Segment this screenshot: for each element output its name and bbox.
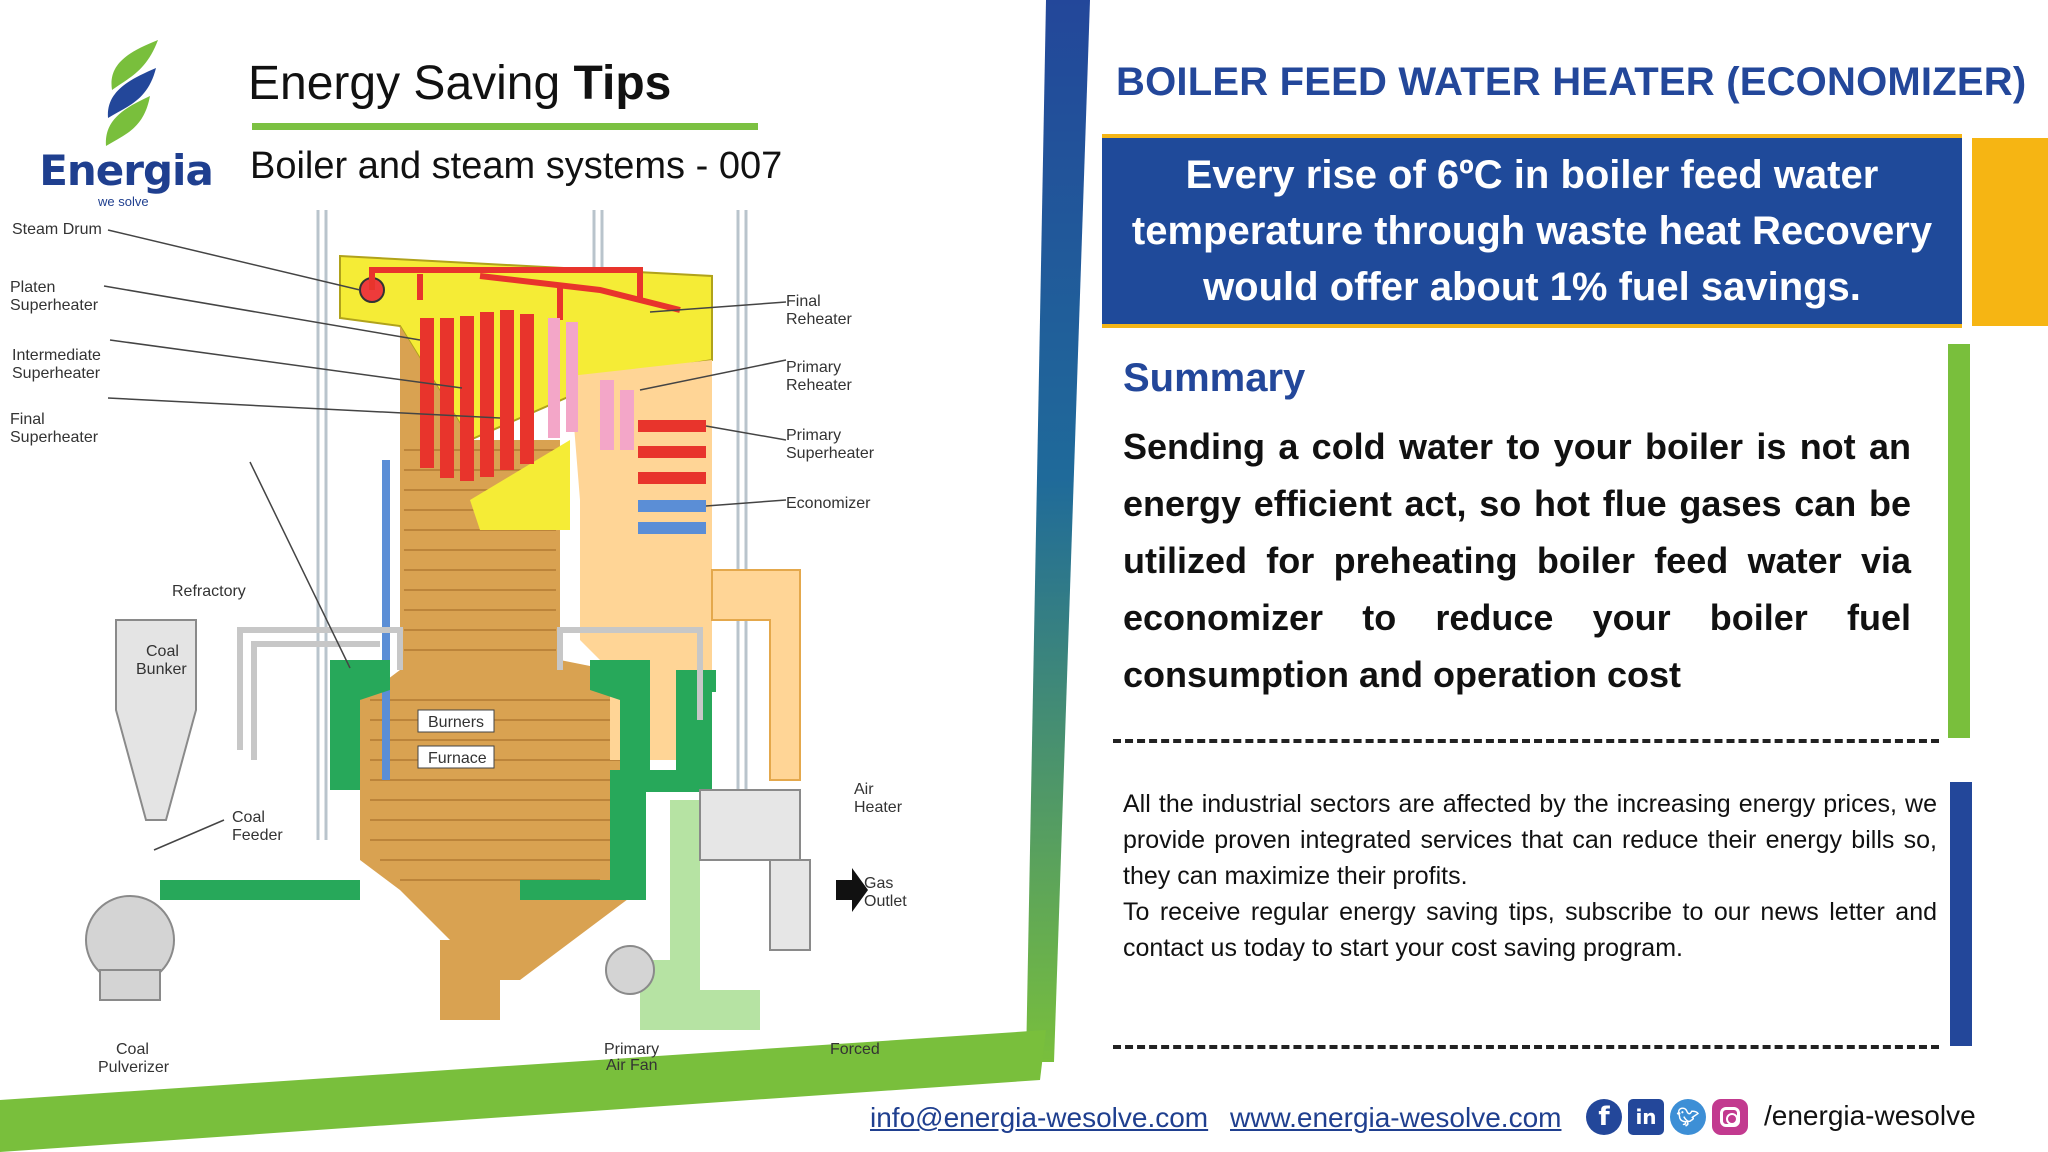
label-air-heater-1: Air — [854, 781, 874, 798]
pulverizer-base — [99, 969, 161, 1001]
reheater-panels — [548, 318, 634, 450]
label-burners: Burners — [428, 714, 484, 731]
title-underline — [252, 123, 758, 130]
air-heater — [699, 789, 801, 861]
facebook-icon[interactable]: f — [1586, 1099, 1622, 1135]
air-heater-outlet — [769, 859, 811, 951]
air-ducts — [160, 670, 716, 900]
twitter-icon[interactable]: 🐦︎ — [1670, 1099, 1706, 1135]
label-coal-pulverizer-1: Coal — [116, 1041, 149, 1058]
label-primary-rh-1: Primary — [786, 359, 841, 376]
label-primary-sh-2: Superheater — [786, 445, 875, 462]
page-brand-title: Energy Saving Tips — [248, 56, 671, 111]
summary-heading: Summary — [1123, 356, 1306, 400]
label-steam-drum: Steam Drum — [12, 221, 102, 238]
label-intermediate-1: Intermediate — [12, 347, 101, 364]
page-subtitle: Boiler and steam systems - 007 — [250, 145, 783, 187]
divider-dashed-bottom — [1113, 1045, 1939, 1049]
ash-hopper — [440, 940, 500, 1020]
main-title: BOILER FEED WATER HEATER (ECONOMIZER) — [1116, 60, 2027, 104]
website-link[interactable]: www.energia-wesolve.com — [1230, 1102, 1562, 1133]
label-final-rh-2: Reheater — [786, 311, 852, 328]
label-final-sh-1: Final — [10, 411, 45, 428]
flue-baffle — [470, 440, 570, 530]
highlight-box: Every rise of 6ºC in boiler feed water t… — [1102, 134, 1962, 328]
linkedin-icon[interactable]: in — [1628, 1099, 1664, 1135]
label-economizer: Economizer — [786, 495, 871, 512]
label-platen-2: Superheater — [10, 297, 99, 314]
burners-label-box — [417, 709, 495, 733]
label-air-heater-2: Heater — [854, 799, 903, 816]
burner-windbox — [330, 660, 650, 790]
label-leaders — [103, 229, 787, 851]
label-coal-pulverizer-2: Pulverizer — [98, 1059, 170, 1076]
highlight-text: Every rise of 6ºC in boiler feed water t… — [1131, 153, 1933, 309]
gas-duct — [711, 569, 801, 781]
leaf-logo-icon — [105, 40, 158, 146]
diagram-labels: Steam Drum Platen Superheater Intermedia… — [10, 221, 907, 1076]
label-furnace: Furnace — [428, 750, 487, 767]
primary-superheater — [638, 420, 706, 484]
gas-outlet-arrow — [836, 868, 868, 912]
economizer-coils — [638, 500, 706, 534]
label-primary-fan-2: Air Fan — [606, 1057, 658, 1074]
furnace-label-box — [417, 745, 495, 769]
yellow-accent-bar — [1972, 138, 2048, 326]
info-block: All the industrial sectors are affected … — [1123, 786, 1937, 966]
social-handle: /energia-wesolve — [1764, 1100, 1976, 1131]
label-coal-bunker-2: Bunker — [136, 661, 187, 678]
label-forced: Forced — [830, 1041, 880, 1058]
info-paragraph-2: To receive regular energy saving tips, s… — [1123, 898, 1937, 962]
label-primary-fan-1: Primary — [604, 1041, 659, 1058]
instagram-icon[interactable] — [1712, 1099, 1748, 1135]
coal-bunker — [115, 619, 197, 821]
boiler-diagram: Steam Drum Platen Superheater Intermedia… — [10, 210, 907, 1076]
label-primary-rh-2: Reheater — [786, 377, 852, 394]
label-coal-feeder-2: Feeder — [232, 827, 283, 844]
label-coal-feeder-1: Coal — [232, 809, 265, 826]
label-final-sh-2: Superheater — [10, 429, 99, 446]
label-intermediate-2: Superheater — [12, 365, 101, 382]
primary-air-fan — [605, 945, 655, 995]
summary-text: Sending a cold water to your boiler is n… — [1123, 426, 1911, 695]
label-primary-sh-1: Primary — [786, 427, 841, 444]
secondary-air-duct — [640, 800, 760, 1030]
downcomer — [382, 460, 390, 780]
email-link[interactable]: info@energia-wesolve.com — [870, 1102, 1209, 1133]
brand-title-regular: Energy Saving — [248, 57, 574, 110]
label-coal-bunker-1: Coal — [146, 643, 179, 660]
brand-title-bold: Tips — [573, 57, 672, 110]
label-gas-outlet-2: Outlet — [864, 893, 907, 910]
superheater-panels — [420, 310, 534, 481]
info-paragraph-1: All the industrial sectors are affected … — [1123, 790, 1937, 890]
steam-piping — [369, 267, 681, 320]
label-gas-outlet-1: Gas — [864, 875, 893, 892]
logo-tagline: we solve — [98, 194, 149, 209]
label-final-rh-1: Final — [786, 293, 821, 310]
divider-dashed-top — [1113, 739, 1939, 743]
label-refractory: Refractory — [172, 583, 246, 600]
blue-accent-bar — [1950, 782, 1972, 1046]
energia-logo: Energia we solve — [36, 38, 216, 209]
logo-wordmark: Energia — [39, 146, 214, 195]
label-platen-1: Platen — [10, 279, 55, 296]
steel-columns — [316, 210, 748, 840]
green-accent-bar — [1948, 344, 1970, 738]
